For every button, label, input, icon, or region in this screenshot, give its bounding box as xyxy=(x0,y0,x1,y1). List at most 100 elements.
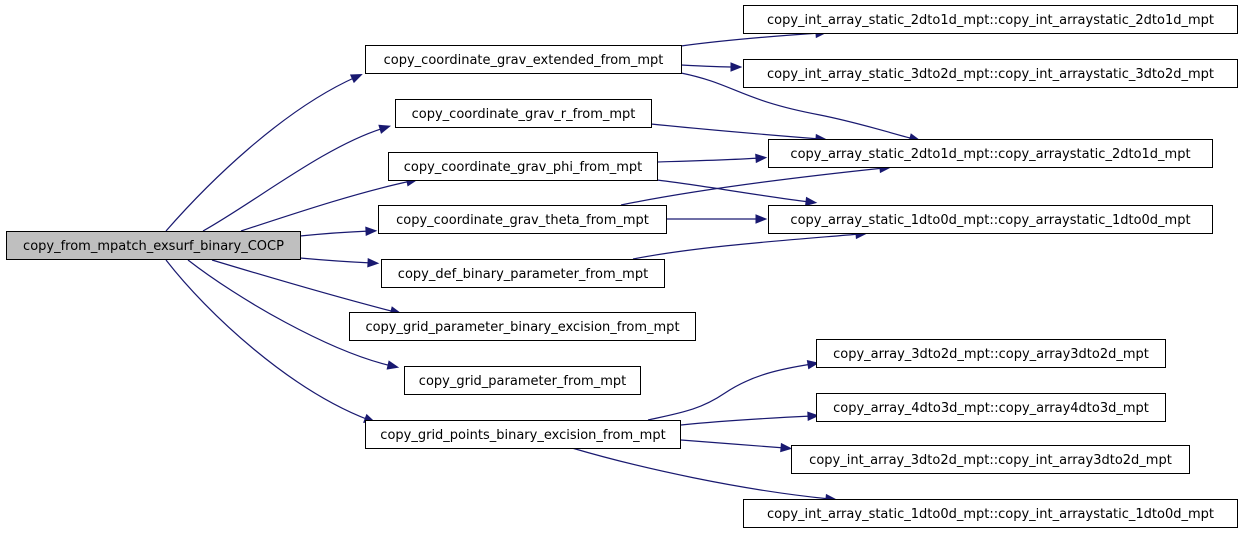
edge-line xyxy=(299,257,373,264)
node-box[interactable] xyxy=(816,393,1166,422)
edge-line xyxy=(656,179,811,203)
node-def[interactable]: copy_def_binary_parameter_from_mpt xyxy=(381,259,665,288)
node-label: copy_from_mpatch_exsurf_binary_COCP xyxy=(23,239,284,254)
arrowhead-icon xyxy=(386,360,400,370)
node-label: copy_array_static_2dto1d_mpt::copy_array… xyxy=(790,147,1190,162)
edge-theta-to-arr10 xyxy=(665,214,768,224)
node-r[interactable]: copy_coordinate_grav_r_from_mpt xyxy=(395,99,652,128)
edge-root-to-theta xyxy=(299,226,378,237)
node-i32[interactable]: copy_int_array_3dto2d_mpt::copy_int_arra… xyxy=(791,445,1190,474)
arrowhead-icon xyxy=(755,153,768,164)
edge-line xyxy=(680,72,915,140)
edge-phi-to-arr10 xyxy=(656,179,818,207)
node-label: copy_array_static_1dto0d_mpt::copy_array… xyxy=(790,213,1190,228)
node-theta[interactable]: copy_coordinate_grav_theta_from_mpt xyxy=(378,205,667,234)
node-box[interactable] xyxy=(743,59,1238,88)
node-box[interactable] xyxy=(743,5,1238,34)
edge-gpts-to-a43 xyxy=(680,411,820,426)
arrowhead-icon xyxy=(755,214,768,224)
edge-line xyxy=(632,233,861,260)
edge-line xyxy=(680,32,821,47)
edge-line xyxy=(299,230,371,237)
node-label: copy_grid_points_binary_excision_from_mp… xyxy=(380,428,665,443)
node-box[interactable] xyxy=(378,205,667,234)
edge-line xyxy=(680,415,813,426)
node-label: copy_array_3dto2d_mpt::copy_array3dto2d_… xyxy=(833,347,1149,362)
node-arr21[interactable]: copy_array_static_2dto1d_mpt::copy_array… xyxy=(768,139,1213,168)
node-label: copy_int_array_static_2dto1d_mpt::copy_i… xyxy=(767,13,1214,28)
edge-phi-to-arr21 xyxy=(656,153,768,164)
node-box[interactable] xyxy=(365,45,682,74)
edge-line xyxy=(680,439,786,449)
node-box[interactable] xyxy=(349,312,696,341)
node-gpbe[interactable]: copy_grid_parameter_binary_excision_from… xyxy=(349,312,696,341)
edge-line xyxy=(656,157,761,163)
edge-line xyxy=(571,447,831,500)
edge-line xyxy=(211,259,396,313)
node-arr10[interactable]: copy_array_static_1dto0d_mpt::copy_array… xyxy=(768,205,1213,234)
node-box[interactable] xyxy=(365,420,681,449)
edge-root-to-gp xyxy=(187,259,400,370)
node-label: copy_def_binary_parameter_from_mpt xyxy=(398,267,648,282)
node-int21[interactable]: copy_int_array_static_2dto1d_mpt::copy_i… xyxy=(743,5,1238,34)
edge-theta-to-arr21 xyxy=(620,163,892,206)
node-box[interactable] xyxy=(388,152,658,181)
node-i10[interactable]: copy_int_array_static_1dto0d_mpt::copy_i… xyxy=(743,499,1238,528)
arrowhead-icon xyxy=(805,196,818,207)
node-label: copy_int_array_3dto2d_mpt::copy_int_arra… xyxy=(809,453,1172,468)
arrowhead-icon xyxy=(349,74,363,84)
edge-line xyxy=(647,363,813,421)
edge-root-to-gpbe xyxy=(211,259,403,316)
edge-root-to-ext xyxy=(165,74,363,232)
node-a43[interactable]: copy_array_4dto3d_mpt::copy_array4dto3d_… xyxy=(816,393,1166,422)
node-label: copy_coordinate_grav_phi_from_mpt xyxy=(404,160,643,175)
edge-line xyxy=(240,180,412,232)
node-box[interactable] xyxy=(768,205,1213,234)
node-box[interactable] xyxy=(743,499,1238,528)
edge-line xyxy=(650,123,821,140)
edge-gpts-to-a32 xyxy=(647,360,820,421)
node-root[interactable]: copy_from_mpatch_exsurf_binary_COCP xyxy=(6,231,301,260)
edge-def-to-arr10 xyxy=(632,229,868,260)
edge-line xyxy=(620,167,885,206)
node-label: copy_coordinate_grav_extended_from_mpt xyxy=(384,53,664,68)
arrowhead-icon xyxy=(730,62,743,72)
node-label: copy_int_array_static_3dto2d_mpt::copy_i… xyxy=(767,67,1214,82)
arrowhead-icon xyxy=(807,411,820,421)
root-node-box[interactable] xyxy=(6,231,301,260)
node-box[interactable] xyxy=(395,99,652,128)
edge-line xyxy=(165,76,357,232)
arrowhead-icon xyxy=(378,124,391,134)
edge-line xyxy=(165,259,370,421)
node-a32[interactable]: copy_array_3dto2d_mpt::copy_array3dto2d_… xyxy=(816,339,1166,368)
arrowhead-icon xyxy=(365,226,378,236)
edges-layer xyxy=(165,28,922,504)
edge-line xyxy=(202,127,385,232)
node-box[interactable] xyxy=(816,339,1166,368)
node-label: copy_coordinate_grav_r_from_mpt xyxy=(412,107,636,122)
node-gpts[interactable]: copy_grid_points_binary_excision_from_mp… xyxy=(365,420,681,449)
node-box[interactable] xyxy=(791,445,1190,474)
node-ext[interactable]: copy_coordinate_grav_extended_from_mpt xyxy=(365,45,682,74)
edge-root-to-r xyxy=(202,124,391,232)
node-box[interactable] xyxy=(768,139,1213,168)
node-box[interactable] xyxy=(381,259,665,288)
edge-root-to-gpts xyxy=(165,259,376,423)
edge-ext-to-int32s xyxy=(680,62,743,72)
node-gp[interactable]: copy_grid_parameter_from_mpt xyxy=(404,366,641,395)
node-label: copy_coordinate_grav_theta_from_mpt xyxy=(396,213,649,228)
node-label: copy_int_array_static_1dto0d_mpt::copy_i… xyxy=(767,507,1214,522)
node-phi[interactable]: copy_coordinate_grav_phi_from_mpt xyxy=(388,152,658,181)
edge-root-to-def xyxy=(299,257,380,268)
edge-gpts-to-i32 xyxy=(680,439,793,453)
node-box[interactable] xyxy=(404,366,641,395)
arrowhead-icon xyxy=(806,360,820,370)
arrowhead-icon xyxy=(780,442,793,453)
arrowhead-icon xyxy=(367,258,380,268)
edge-line xyxy=(187,259,393,367)
node-label: copy_array_4dto3d_mpt::copy_array4dto3d_… xyxy=(833,401,1149,416)
node-int32s[interactable]: copy_int_array_static_3dto2d_mpt::copy_i… xyxy=(743,59,1238,88)
edge-line xyxy=(680,64,736,68)
nodes-layer: copy_from_mpatch_exsurf_binary_COCP copy_… xyxy=(6,5,1238,528)
